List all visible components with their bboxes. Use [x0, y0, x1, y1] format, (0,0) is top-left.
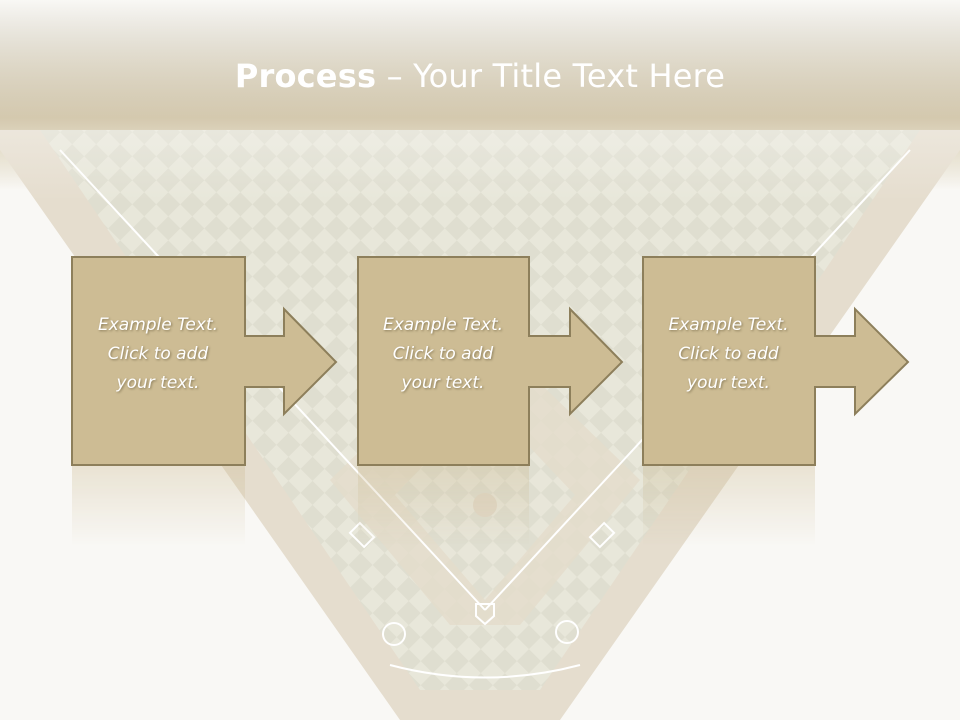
process-step-1[interactable]: Example Text. Click to add your text. [71, 256, 407, 546]
title-rest: Your Title Text Here [413, 57, 726, 95]
process-step-3[interactable]: Example Text. Click to add your text. [642, 256, 960, 546]
step-text[interactable]: Example Text. Click to add your text. [71, 311, 245, 398]
step-text-line: your text. [116, 373, 200, 393]
step-text-line: Click to add [678, 344, 779, 364]
process-step-2[interactable]: Example Text. Click to add your text. [357, 256, 693, 546]
step-text[interactable]: Example Text. Click to add your text. [357, 311, 529, 398]
step-text-line: Click to add [107, 344, 209, 364]
step-text-line: Example Text. [668, 315, 789, 335]
step-text-line: your text. [401, 373, 485, 393]
step-text-line: Example Text. [382, 315, 504, 335]
step-text-line: Click to add [392, 344, 494, 364]
arrow-box-shape [357, 256, 624, 466]
page-title: Process – Your Title Text Here [0, 52, 960, 100]
step-text-line: Example Text. [97, 315, 219, 335]
step-reflection [642, 466, 912, 546]
title-separator: – [376, 57, 414, 95]
arrow-box-shape [71, 256, 338, 466]
step-text-line: your text. [687, 373, 770, 393]
step-text[interactable]: Example Text. Click to add your text. [642, 311, 815, 398]
title-bold-part: Process [234, 57, 377, 95]
step-reflection [357, 466, 693, 546]
arrow-box-shape [642, 256, 910, 466]
step-reflection [71, 466, 407, 546]
